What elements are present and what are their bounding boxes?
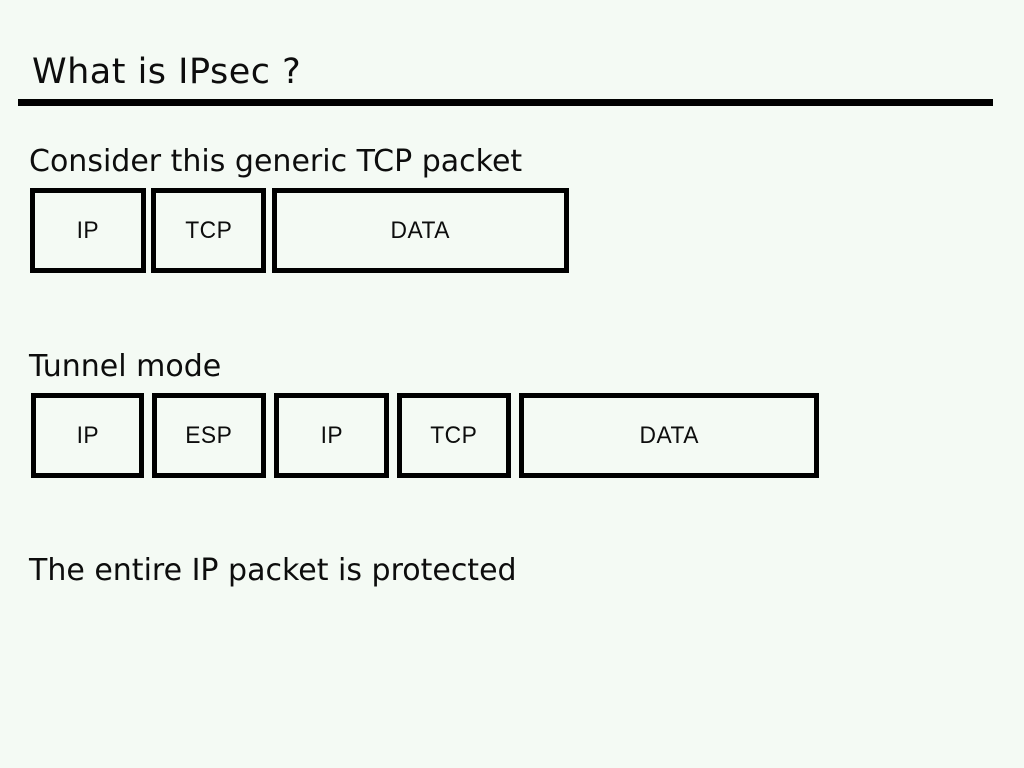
- packet-segment-ip: IP: [274, 393, 389, 478]
- packet-segment-label: IP: [76, 216, 100, 244]
- packet-segment-tcp: TCP: [397, 393, 511, 478]
- packet-row-generic-tcp: IP TCP DATA: [0, 188, 1024, 273]
- packet-segment-label: TCP: [430, 421, 478, 449]
- caption-generic-packet: Consider this generic TCP packet: [29, 144, 523, 179]
- packet-segment-ip: IP: [30, 188, 146, 273]
- caption-protected-note: The entire IP packet is protected: [29, 553, 517, 588]
- packet-segment-ip: IP: [31, 393, 144, 478]
- packet-segment-data: DATA: [519, 393, 819, 478]
- packet-segment-label: DATA: [639, 421, 699, 449]
- packet-segment-data: DATA: [272, 188, 569, 273]
- packet-segment-label: ESP: [185, 421, 233, 449]
- packet-segment-label: DATA: [390, 216, 451, 244]
- page-title: What is IPsec ?: [32, 52, 302, 92]
- packet-segment-esp: ESP: [152, 393, 266, 478]
- packet-segment-label: TCP: [184, 216, 233, 244]
- packet-segment-label: IP: [320, 421, 343, 449]
- packet-segment-label: IP: [76, 421, 99, 449]
- title-underline: [18, 99, 993, 106]
- packet-segment-tcp: TCP: [151, 188, 266, 273]
- caption-tunnel-mode: Tunnel mode: [29, 349, 222, 384]
- packet-row-tunnel-mode: IP ESP IP TCP DATA: [0, 393, 1024, 478]
